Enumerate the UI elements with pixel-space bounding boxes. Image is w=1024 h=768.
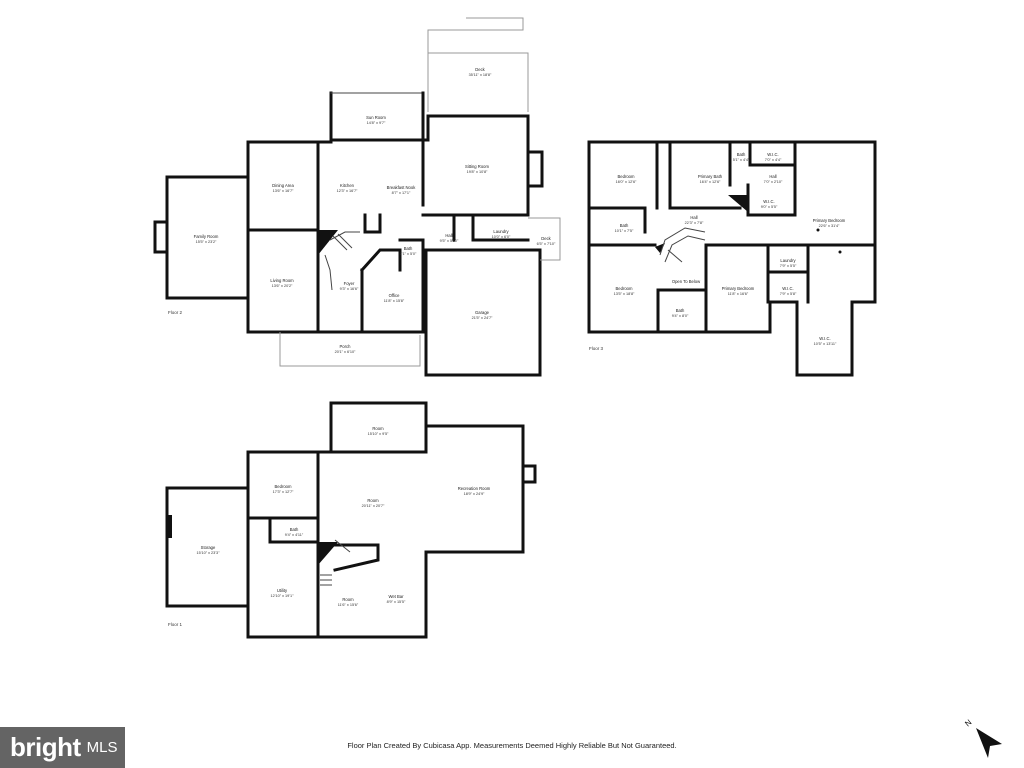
room-dims: 7'9" x 5'8" <box>780 292 797 296</box>
room-name: Wet Bar <box>388 594 404 599</box>
room-name: Breakfast Nook <box>387 185 417 190</box>
room-dims: 7'9" x 5'5" <box>780 264 797 268</box>
room-name: Living Room <box>270 278 294 283</box>
room-dims: 18'9" x 24'9" <box>464 492 485 496</box>
room-name: Storage <box>201 545 216 550</box>
room-dims: 12'3" x 16'7" <box>337 189 358 193</box>
room-dims: 20'11" x 20'7" <box>362 504 385 508</box>
room-name: Foyer <box>344 281 355 286</box>
room-dims: 7'0" x 4'4" <box>765 158 782 162</box>
room-name: Recreation Room <box>458 486 491 491</box>
north-arrow-icon: N <box>963 718 1002 758</box>
room-name: Laundry <box>780 258 796 263</box>
room-dims: 17'3" x 12'7" <box>273 490 294 494</box>
room-dims: 35'11" x 18'8" <box>469 73 492 77</box>
room-dims: 16'0" x 12'6" <box>616 180 637 184</box>
room-name: Bath <box>404 246 413 251</box>
room-dims: 13'5" x 18'8" <box>614 292 635 296</box>
room-name: Dining Area <box>272 183 294 188</box>
room-dims: 11'8" x 16'6" <box>728 292 749 296</box>
room-name: Family Room <box>194 234 219 239</box>
room-name: Hall <box>690 215 697 220</box>
room-dims: 9'0" x 5'5" <box>761 205 778 209</box>
room-name: Bath <box>620 223 629 228</box>
room-dims: 8'7" x 17'1" <box>392 191 411 195</box>
room-dims: 22'6" x 31'4" <box>819 224 840 228</box>
room-name: Utility <box>277 588 288 593</box>
room-dims: 9'4" x 4'11" <box>285 533 304 537</box>
room-name: Laundry <box>493 229 509 234</box>
footer-disclaimer: Floor Plan Created By Cubicasa App. Meas… <box>347 741 677 750</box>
room-dims: 6'5" x 7'10" <box>537 242 556 246</box>
room-name: Bath <box>290 527 299 532</box>
room-name: Deck <box>541 236 551 241</box>
room-name: Primary Bath <box>698 174 723 179</box>
room-dims: 22'3" x 7'8" <box>685 221 704 225</box>
floor-2-label: Floor 2 <box>168 310 183 315</box>
floor-2-plan: Floor 2 Deck 35'11" x 18'8" Sun Room 14'… <box>153 17 561 377</box>
room-dims: 5'1" x 4'4" <box>733 158 750 162</box>
room-name: Primary Bedroom <box>813 218 846 223</box>
room-name: Deck <box>475 67 485 72</box>
room-name: Hall <box>769 174 776 179</box>
room-name: Room <box>342 597 354 602</box>
room-name: Primary Bedroom <box>722 286 755 291</box>
room-dims: 10'5" x 13'11" <box>814 342 837 346</box>
room-name: Bedroom <box>618 174 636 179</box>
room-dims: 20'1" x 6'10" <box>335 350 356 354</box>
room-name: Open To Below <box>672 279 701 284</box>
room-dims: 13'6" x 20'2" <box>272 284 293 288</box>
room-dims: 19'8" x 10'8" <box>467 170 488 174</box>
room-name: Hall <box>445 233 452 238</box>
room-name: Bath <box>737 152 746 157</box>
room-dims: 15'5" x 23'2" <box>196 240 217 244</box>
room-dims: 21'5" x 24'7" <box>472 316 493 320</box>
room-name: Room <box>372 426 384 431</box>
room-name: W.I.C. <box>782 286 793 291</box>
bright-mls-logo: bright MLS <box>0 727 125 768</box>
room-dims: 12'10" x 19'1" <box>271 594 295 598</box>
room-name: Kitchen <box>340 183 355 188</box>
floor-1-label: Floor 1 <box>168 622 183 627</box>
room-name: W.I.C. <box>819 336 830 341</box>
floor-3-plan: Floor 3 Bedroom 16'0" x 12'6" Primary Ba… <box>587 140 877 377</box>
room-dims: 14'8" x 9'7" <box>367 121 386 125</box>
compass-label: N <box>963 718 973 729</box>
room-dims: 9'3" x 16'6" <box>340 287 359 291</box>
room-dims: 15'10" x 9'5" <box>368 432 389 436</box>
room-dims: 10'0" x 6'0" <box>492 235 511 239</box>
room-dims: 7'0" x 2'10" <box>764 180 783 184</box>
room-dims: 11'8" x 15'8" <box>384 299 405 303</box>
room-name: Bath <box>676 308 685 313</box>
brand-suffix: MLS <box>86 739 118 756</box>
room-dims: 8'9" x 15'5" <box>387 600 406 604</box>
room-name: Bedroom <box>616 286 634 291</box>
room-name: W.I.C. <box>763 199 774 204</box>
room-name: Sitting Room <box>465 164 489 169</box>
room-dims: 15'10" x 23'3" <box>197 551 221 555</box>
floor-3-label: Floor 3 <box>589 346 604 351</box>
room-dims: 13'6" x 16'7" <box>273 189 294 193</box>
room-dims: 16'4" x 12'6" <box>700 180 721 184</box>
room-name: Garage <box>475 310 490 315</box>
room-name: Room <box>367 498 379 503</box>
room-name: Sun Room <box>366 115 386 120</box>
brand-name: bright <box>10 732 81 762</box>
floor-1-plan: Floor 1 Room 15'10" x 9'5" Bedroom 17'3"… <box>165 401 537 639</box>
room-dims: 11'6" x 15'6" <box>338 603 359 607</box>
room-dims: 7'1" x 5'0" <box>400 252 417 256</box>
room-name: W.I.C. <box>767 152 778 157</box>
room-dims: 10'1" x 7'5" <box>615 229 634 233</box>
room-dims: 9'5" x 5'10" <box>440 239 459 243</box>
room-name: Bedroom <box>275 484 293 489</box>
room-dims: 9'4" x 8'0" <box>672 314 689 318</box>
room-name: Office <box>389 293 401 298</box>
room-name: Porch <box>340 344 352 349</box>
